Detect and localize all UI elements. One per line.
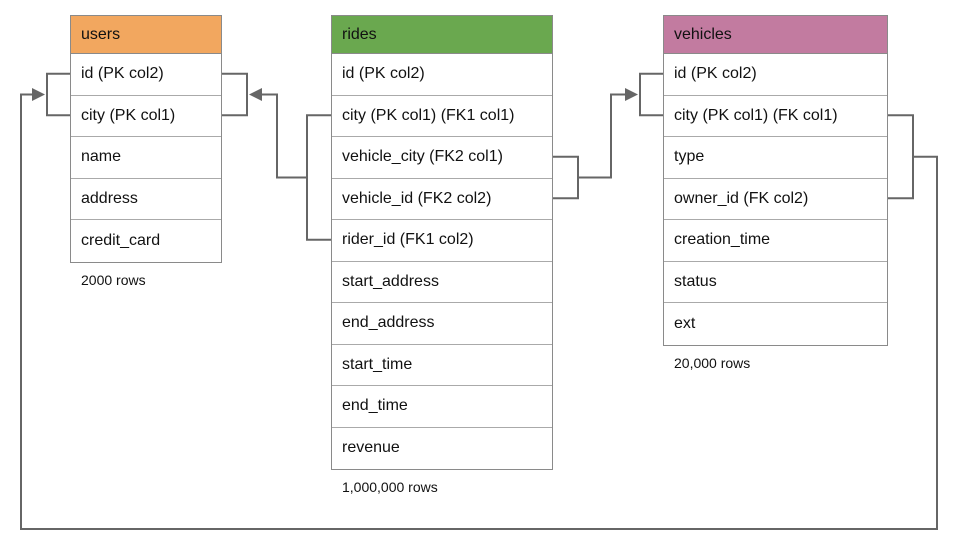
table-row-vehicles-status: status	[664, 261, 887, 303]
table-rides-box: rides id (PK col2)city (PK col1) (FK1 co…	[331, 15, 553, 470]
table-row-users-city: city (PK col1)	[71, 95, 221, 137]
table-row-rides-revenue: revenue	[332, 427, 552, 469]
table-row-vehicles-ext: ext	[664, 303, 887, 345]
table-row-users-name: name	[71, 137, 221, 179]
vehicles-right-bracket	[888, 114, 914, 200]
table-rides-rows: id (PK col2)city (PK col1) (FK1 col1)veh…	[332, 54, 552, 469]
rides-left-bracket	[306, 114, 331, 241]
table-vehicles: vehicles id (PK col2)city (PK col1) (FK …	[663, 15, 888, 371]
table-row-vehicles-creation_time: creation_time	[664, 220, 887, 262]
table-rides-header: rides	[332, 16, 552, 54]
vehicles-left-bracket	[639, 72, 663, 117]
rides-right-bracket	[553, 155, 579, 200]
table-row-rides-start_time: start_time	[332, 344, 552, 386]
table-users-row-count: 2000 rows	[81, 271, 146, 288]
table-row-users-id: id (PK col2)	[71, 54, 221, 96]
table-row-rides-city: city (PK col1) (FK1 col1)	[332, 95, 552, 137]
table-row-rides-end_time: end_time	[332, 386, 552, 428]
table-row-users-address: address	[71, 178, 221, 220]
table-row-rides-vehicle_id: vehicle_id (FK2 col2)	[332, 178, 552, 220]
vehicles-fk-arrowhead-icon	[32, 88, 45, 101]
fk2-arrowhead-icon	[625, 88, 638, 101]
table-row-rides-rider_id: rider_id (FK1 col2)	[332, 220, 552, 262]
users-left-bracket	[46, 72, 70, 117]
fk1-line	[261, 93, 307, 179]
table-users-header: users	[71, 16, 221, 54]
fk1-arrowhead-icon	[249, 88, 262, 101]
table-row-rides-end_address: end_address	[332, 303, 552, 345]
table-rides: rides id (PK col2)city (PK col1) (FK1 co…	[331, 15, 553, 495]
table-row-vehicles-id: id (PK col2)	[664, 54, 887, 96]
table-rides-row-count: 1,000,000 rows	[342, 479, 438, 495]
connector-rides-fk1-to-users	[222, 72, 331, 241]
table-vehicles-row-count: 20,000 rows	[674, 354, 751, 371]
table-vehicles-rows: id (PK col2)city (PK col1) (FK col1)type…	[664, 54, 887, 345]
table-row-rides-vehicle_city: vehicle_city (FK2 col1)	[332, 137, 552, 179]
connector-rides-fk2-to-vehicles	[553, 72, 663, 200]
table-row-vehicles-city: city (PK col1) (FK col1)	[664, 95, 887, 137]
fk2-line	[578, 93, 626, 179]
table-vehicles-box: vehicles id (PK col2)city (PK col1) (FK …	[663, 15, 888, 346]
table-row-rides-start_address: start_address	[332, 261, 552, 303]
table-row-vehicles-type: type	[664, 137, 887, 179]
table-vehicles-header: vehicles	[664, 16, 887, 54]
table-row-vehicles-owner_id: owner_id (FK col2)	[664, 178, 887, 220]
users-right-bracket	[222, 72, 248, 117]
table-row-rides-id: id (PK col2)	[332, 54, 552, 96]
table-row-users-credit_card: credit_card	[71, 220, 221, 262]
